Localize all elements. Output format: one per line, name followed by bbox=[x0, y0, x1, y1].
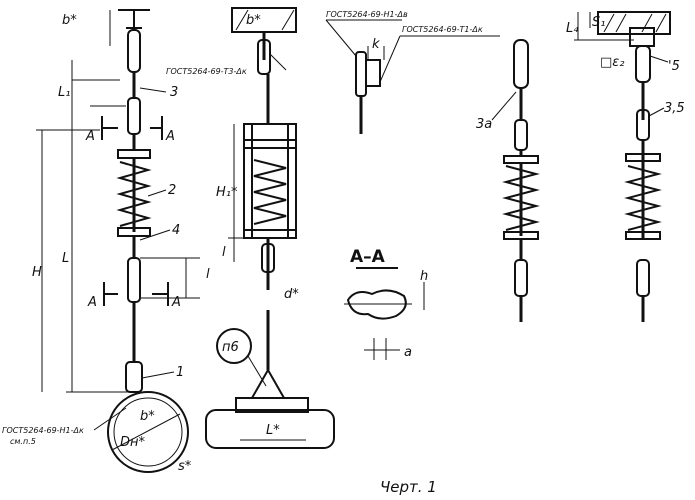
main-hanger-assembly bbox=[36, 9, 200, 473]
hanger-3a-assembly bbox=[491, 39, 540, 322]
leader-h1 bbox=[325, 19, 357, 57]
label-h: h bbox=[420, 269, 428, 284]
pipe-inner bbox=[113, 397, 183, 467]
label-part-2: 2 bbox=[168, 183, 176, 198]
leader-t1 bbox=[379, 35, 401, 83]
section-title: А–А bbox=[350, 247, 386, 267]
label-L1: L₁ bbox=[58, 85, 70, 100]
label-s-star: s* bbox=[178, 459, 192, 474]
leader-2 bbox=[147, 189, 167, 197]
leader-3a bbox=[491, 91, 517, 121]
lower-turnbuckle bbox=[514, 259, 528, 297]
turnbuckle-4 bbox=[127, 257, 141, 303]
concrete-beam bbox=[597, 11, 671, 35]
pipe-diameter-line bbox=[111, 413, 181, 451]
leader-3 bbox=[139, 87, 167, 93]
weld-detail bbox=[325, 19, 500, 134]
clevis-detail bbox=[355, 51, 367, 97]
pipe-section bbox=[107, 391, 189, 473]
beam-plate bbox=[629, 27, 655, 47]
label-part-4: 4 bbox=[172, 223, 180, 238]
label-H1: H₁* bbox=[216, 185, 238, 200]
section-profile bbox=[346, 289, 407, 320]
clamp-saddle bbox=[235, 397, 309, 413]
leader-35 bbox=[648, 107, 665, 117]
leader-gost bbox=[269, 53, 287, 71]
upper-clevis bbox=[127, 29, 141, 73]
spring-block-assembly bbox=[228, 7, 297, 290]
lower-clevis bbox=[261, 243, 275, 273]
label-e2: □ε₂ bbox=[600, 55, 625, 70]
label-b-star-top: b* bbox=[246, 13, 261, 28]
section-mark-a bbox=[101, 116, 118, 140]
leader-1 bbox=[141, 371, 175, 379]
clamp-yoke bbox=[251, 367, 285, 399]
drawing-caption: Черт. 1 bbox=[380, 478, 437, 496]
label-D-star: Dн* bbox=[120, 435, 146, 450]
label-L4: L₄ bbox=[566, 21, 579, 36]
label-H: H bbox=[32, 265, 42, 280]
label-a: a bbox=[404, 345, 412, 360]
spring-2 bbox=[116, 161, 152, 227]
label-A-3: A bbox=[87, 295, 97, 310]
section-a-a bbox=[344, 267, 425, 360]
label-d-star: d* bbox=[284, 287, 299, 302]
pipe-side bbox=[205, 409, 335, 449]
leader-gost bbox=[93, 407, 127, 431]
clevis-detail-body bbox=[365, 59, 381, 87]
frame-plate bbox=[243, 139, 297, 149]
label-gost-t1: ГОСТ5264-69-Т1-Δк bbox=[402, 25, 483, 34]
leader-4 bbox=[139, 229, 171, 241]
pipe-clamp-detail bbox=[205, 310, 335, 449]
label-k: k bbox=[372, 37, 380, 52]
label-part-1: 1 bbox=[176, 365, 184, 380]
label-part-3: 3 bbox=[170, 85, 178, 100]
label-A-4: A bbox=[171, 295, 181, 310]
label-gost-bottom: ГОСТ5264-69-Н1-Δк bbox=[2, 426, 84, 435]
label-gost-h1: ГОСТ5264-69-Н1-Δв bbox=[326, 10, 408, 19]
bottom-clamp bbox=[125, 361, 143, 393]
upper-clevis bbox=[513, 39, 529, 89]
label-L: L bbox=[62, 251, 69, 266]
spring bbox=[253, 159, 287, 225]
callout-p6: п6 bbox=[222, 340, 239, 355]
label-gost-tz: ГОСТ5264-69-Т3-Δк bbox=[166, 67, 247, 76]
leader-5 bbox=[649, 55, 669, 63]
section-mark-a bbox=[152, 282, 169, 306]
spring bbox=[624, 165, 662, 231]
label-A-1: A bbox=[85, 129, 95, 144]
label-S1: S₁ bbox=[592, 15, 605, 30]
spring-top-plate bbox=[117, 149, 151, 159]
label-A-2: A bbox=[165, 129, 175, 144]
label-l-mid: l bbox=[222, 245, 226, 260]
callout-bubble bbox=[216, 328, 252, 364]
label-part-35: 3,5 bbox=[664, 101, 685, 116]
label-l: l bbox=[206, 267, 210, 282]
upper-clevis bbox=[635, 45, 651, 83]
label-part-5: '5 bbox=[668, 59, 680, 74]
upper-clevis bbox=[257, 39, 271, 75]
hanger-beam-assembly bbox=[574, 11, 671, 322]
leader-p6 bbox=[247, 355, 267, 387]
label-see-p5: см.п.5 bbox=[10, 437, 36, 446]
turnbuckle-3 bbox=[127, 97, 141, 135]
label-part-3a: 3а bbox=[476, 117, 492, 132]
spring bbox=[502, 165, 540, 231]
section-mark-a bbox=[103, 282, 118, 306]
label-b-star-pipe: b* bbox=[140, 409, 155, 424]
lower-turnbuckle bbox=[636, 259, 650, 297]
label-L-star: L* bbox=[266, 423, 280, 438]
section-mark-a bbox=[150, 116, 163, 140]
frame-bottom-plate bbox=[243, 229, 297, 239]
beam-flange bbox=[118, 9, 150, 29]
turnbuckle bbox=[514, 119, 528, 151]
label-b-star: b* bbox=[62, 13, 77, 28]
